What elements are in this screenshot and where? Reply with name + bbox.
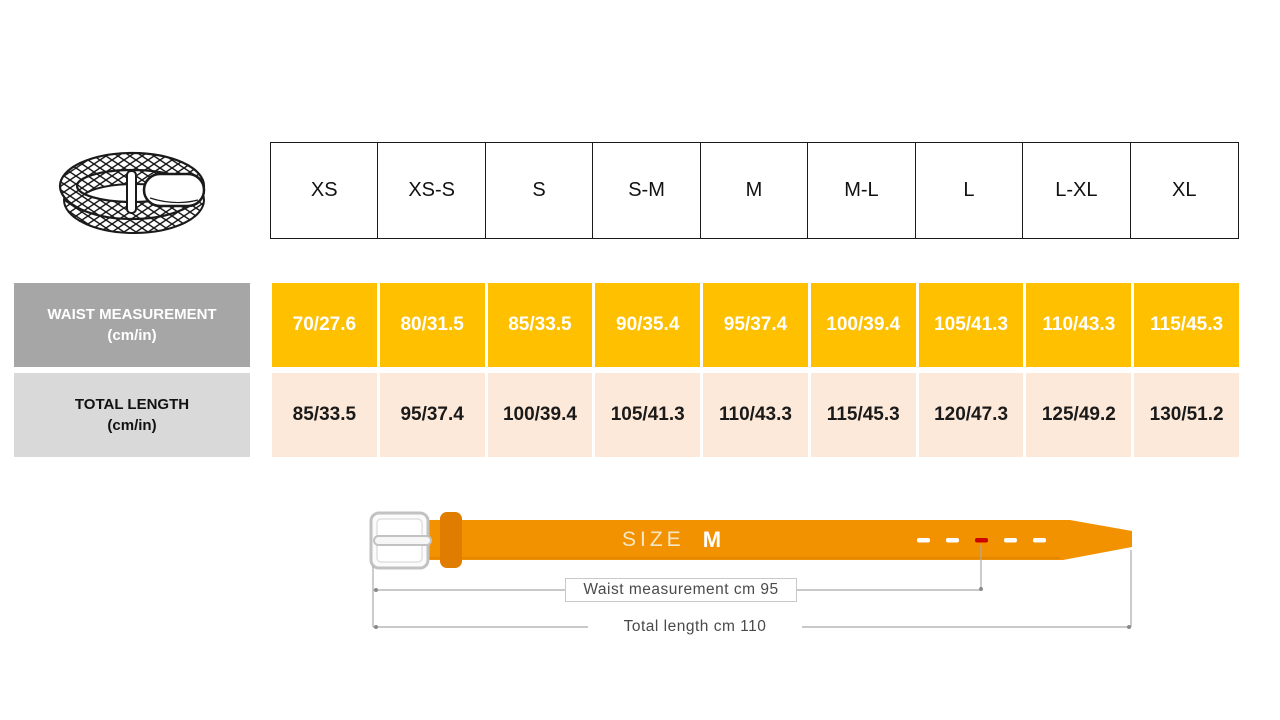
- total-value-cell: 105/41.3: [595, 373, 701, 457]
- size-header-cell: M-L: [808, 143, 916, 238]
- total-label-line2: (cm/in): [107, 417, 157, 434]
- total-value-cell: 130/51.2: [1134, 373, 1239, 457]
- dimension-dots: [374, 587, 1131, 629]
- size-header-cell: M: [701, 143, 809, 238]
- waist-value-cell: 105/41.3: [918, 283, 1024, 367]
- waist-value-cell: 100/39.4: [810, 283, 916, 367]
- total-label-line1: TOTAL LENGTH: [74, 396, 190, 413]
- waist-value-cell: 90/35.4: [595, 283, 701, 367]
- total-length-values-row: 85/33.5 95/37.4 100/39.4 105/41.3 110/43…: [272, 373, 1239, 457]
- total-length-row-label: TOTAL LENGTH (cm/in): [14, 373, 250, 457]
- waist-measurement-row-label: WAIST MEASUREMENT (cm/in): [14, 283, 250, 367]
- waist-value-cell: 85/33.5: [487, 283, 593, 367]
- belt-hole-highlighted: [975, 538, 988, 543]
- size-header-cell: XS-S: [378, 143, 486, 238]
- size-header-cell: XS: [271, 143, 379, 238]
- waist-label-line1: WAIST MEASUREMENT: [47, 306, 217, 323]
- buckle-prong: [373, 535, 432, 546]
- total-value-cell: 125/49.2: [1026, 373, 1132, 457]
- waist-value-cell: 110/43.3: [1026, 283, 1132, 367]
- belt-hole: [1004, 538, 1017, 543]
- size-word-label: SIZE: [622, 528, 685, 551]
- total-value-cell: 115/45.3: [810, 373, 916, 457]
- waist-label-line2: (cm/in): [107, 327, 157, 344]
- size-header-cell: S-M: [593, 143, 701, 238]
- total-value-cell: 120/47.3: [918, 373, 1024, 457]
- dimension-lines: [372, 545, 1132, 628]
- belt-strap: [427, 520, 1132, 560]
- belt-hole: [1033, 538, 1046, 543]
- size-value-label: M: [702, 527, 722, 552]
- total-value-cell: 100/39.4: [487, 373, 593, 457]
- waist-measurement-callout: Waist measurement cm 95: [565, 578, 797, 602]
- braided-belt-illustration-icon: [58, 151, 206, 234]
- total-length-callout: Total length cm 110: [590, 616, 800, 638]
- total-value-cell: 110/43.3: [703, 373, 808, 457]
- size-header-cell: S: [486, 143, 594, 238]
- size-header-cell: L-XL: [1023, 143, 1131, 238]
- waist-value-cell: 115/45.3: [1134, 283, 1239, 367]
- waist-measurement-values-row: 70/27.6 80/31.5 85/33.5 90/35.4 95/37.4 …: [272, 283, 1239, 367]
- waist-value-cell: 80/31.5: [379, 283, 485, 367]
- belt-size-overlay: SIZE M: [622, 527, 721, 553]
- waist-value-cell: 95/37.4: [703, 283, 808, 367]
- belt-hole: [917, 538, 930, 543]
- size-header-cell: L: [916, 143, 1024, 238]
- waist-value-cell: 70/27.6: [272, 283, 377, 367]
- size-header-cell: XL: [1172, 179, 1197, 201]
- size-header-row: XS XS-S S S-M M M-L L L-XL XL: [270, 142, 1239, 239]
- belt-keeper: [440, 512, 462, 568]
- total-value-cell: 95/37.4: [379, 373, 485, 457]
- belt-hole: [946, 538, 959, 543]
- belt-measurement-diagram: [369, 511, 1132, 629]
- total-value-cell: 85/33.5: [272, 373, 377, 457]
